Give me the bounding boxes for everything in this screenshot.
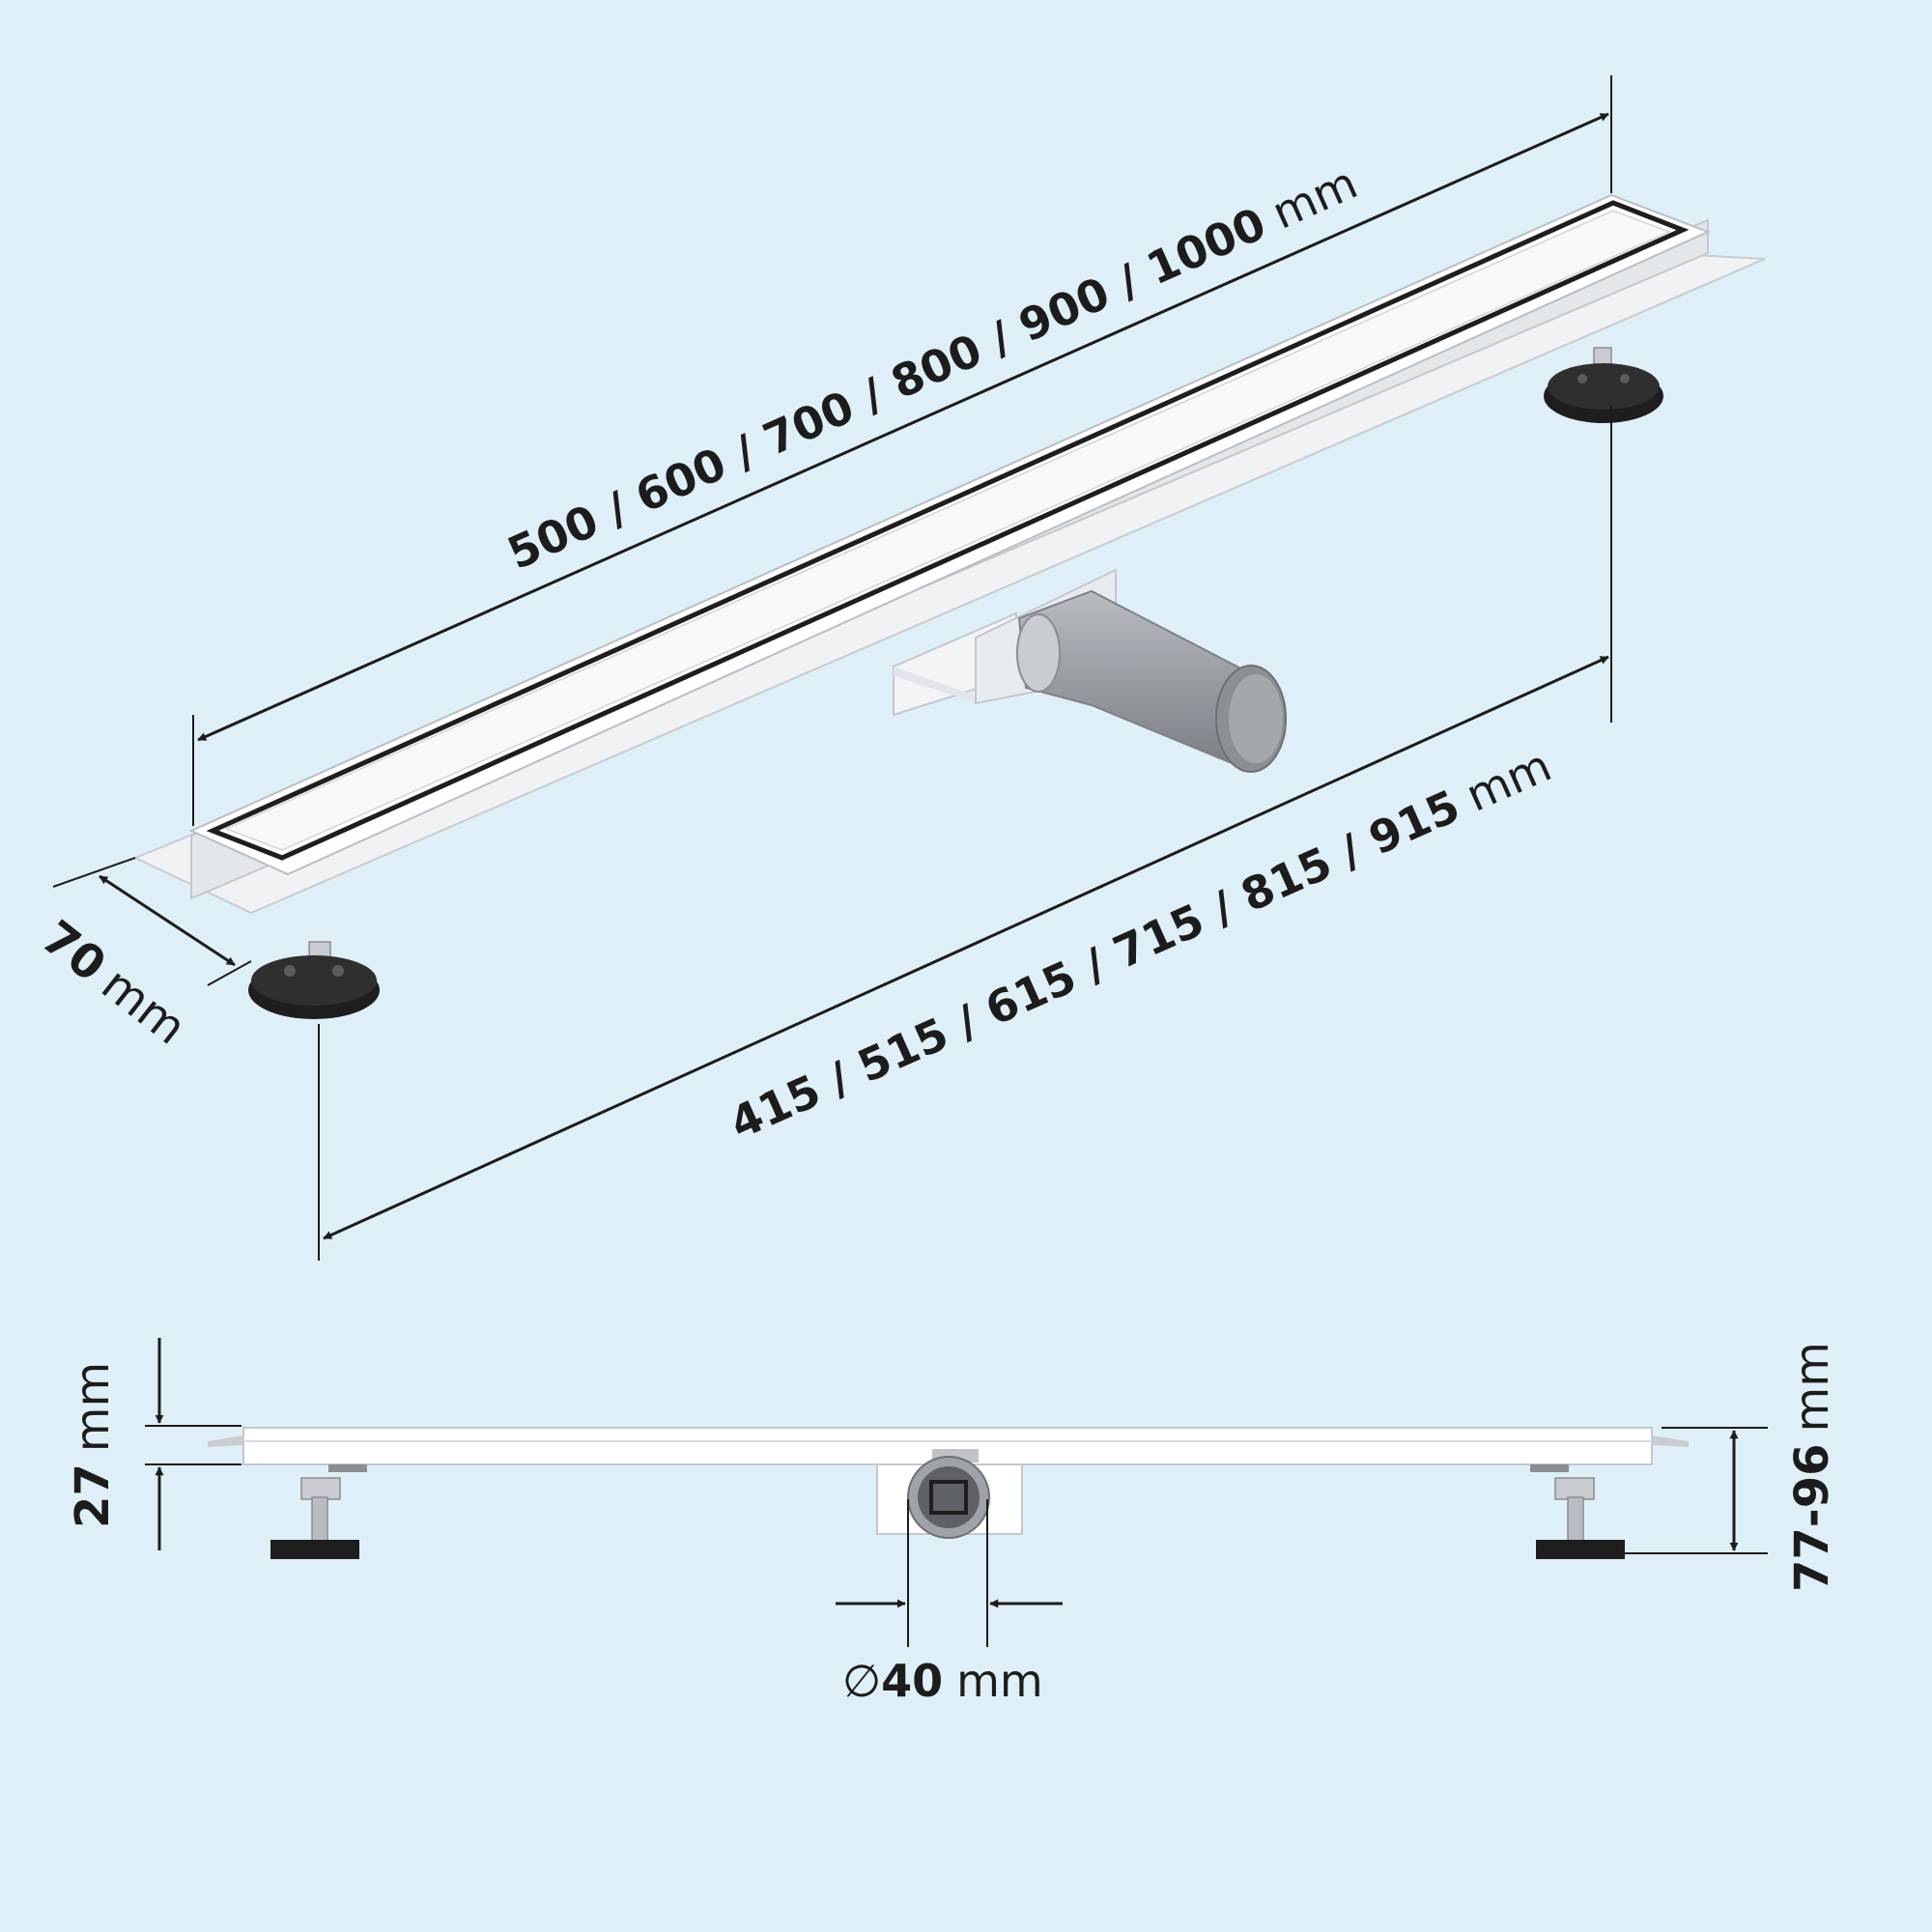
dimension-grate-length: 500 / 600 / 700 / 800 / 900 / 1000mm bbox=[192, 75, 1612, 826]
side-flange-right bbox=[1652, 1435, 1689, 1447]
drain-grate bbox=[224, 210, 1671, 851]
feet-distance-unit: mm bbox=[1459, 739, 1559, 822]
flange-height-value: 27 bbox=[66, 1463, 120, 1528]
drain-isometric bbox=[132, 193, 1766, 1019]
svg-text:27mm: 27 mm bbox=[66, 1362, 120, 1528]
side-left-foot bbox=[270, 1464, 367, 1559]
right-foot bbox=[1544, 347, 1663, 423]
dimension-flange-height: 27 mm bbox=[66, 1338, 242, 1550]
side-right-foot bbox=[1530, 1464, 1625, 1559]
flange-height-unit: mm bbox=[66, 1362, 120, 1453]
total-height-value: 77-96 bbox=[1785, 1443, 1839, 1592]
side-outlet-pipe bbox=[907, 1456, 990, 1539]
width-value: 70 bbox=[32, 910, 116, 992]
svg-text:415 / 515 / 615 / 715 / 815 /: 415 / 515 / 615 / 715 / 815 / 915mm bbox=[723, 739, 1559, 1150]
dimension-total-height: 77-96 mm bbox=[1594, 1342, 1839, 1592]
drain-side-view bbox=[208, 1427, 1689, 1559]
total-height-unit: mm bbox=[1785, 1342, 1839, 1433]
outlet-diameter-unit: mm bbox=[956, 1655, 1043, 1707]
left-foot bbox=[248, 941, 380, 1019]
width-unit: mm bbox=[92, 957, 196, 1056]
outlet-diameter-symbol: ∅ bbox=[842, 1655, 881, 1707]
outlet-diameter-value: 40 bbox=[881, 1655, 943, 1707]
svg-text:77-96mm: 77-96 mm bbox=[1785, 1342, 1839, 1592]
feet-distance-value: 415 / 515 / 615 / 715 / 815 / 915 bbox=[723, 780, 1467, 1150]
side-flange-left bbox=[208, 1435, 243, 1447]
grate-length-unit: mm bbox=[1264, 156, 1365, 240]
svg-text:70mm: 70mm bbox=[32, 910, 196, 1055]
outlet-pipe bbox=[1016, 589, 1287, 773]
